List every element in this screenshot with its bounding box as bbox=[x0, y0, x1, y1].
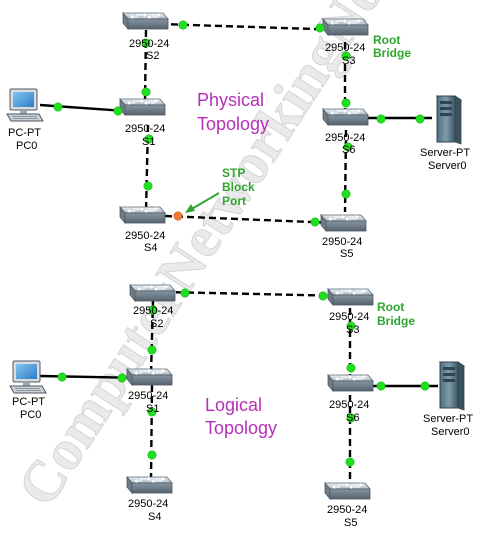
s5-model-label: 2950-24 bbox=[322, 236, 362, 248]
logical-switch-s6[interactable] bbox=[327, 374, 374, 392]
logical-s3-model-label: 2950-24 bbox=[329, 311, 369, 323]
logical-switch-s2[interactable] bbox=[129, 284, 176, 302]
logical-s4-model-label: 2950-24 bbox=[128, 498, 168, 510]
physical-switch-s2[interactable] bbox=[122, 12, 169, 30]
physical-switch-s4[interactable] bbox=[119, 206, 166, 224]
logical-s2-model-label: 2950-24 bbox=[133, 305, 173, 317]
physical-switch-s6[interactable] bbox=[322, 108, 369, 126]
physical-server0[interactable] bbox=[436, 95, 462, 145]
logical-server0[interactable] bbox=[439, 361, 465, 411]
switch-icon bbox=[119, 98, 166, 116]
s2-model-label: 2950-24 bbox=[129, 38, 169, 50]
logical-switch-s3[interactable] bbox=[327, 288, 374, 306]
logical-s3-name-label: S3 bbox=[346, 324, 359, 336]
switch-icon bbox=[322, 18, 369, 36]
logical-switch-s5[interactable] bbox=[324, 482, 371, 500]
switch-icon bbox=[322, 108, 369, 126]
s3-model-label: 2950-24 bbox=[325, 42, 365, 54]
logical-title-line1: Logical bbox=[205, 395, 262, 415]
server-icon bbox=[436, 95, 462, 145]
s6-model-label: 2950-24 bbox=[325, 132, 365, 144]
s1-model-label: 2950-24 bbox=[125, 123, 165, 135]
s4-model-label: 2950-24 bbox=[125, 230, 165, 242]
pc0-type-label: PC-PT bbox=[8, 127, 41, 139]
s6-name-label: S6 bbox=[342, 144, 355, 156]
physical-pc0[interactable] bbox=[6, 88, 44, 122]
stp-label-line2: Block bbox=[222, 180, 255, 194]
physical-title-line2: Topology bbox=[197, 114, 269, 134]
watermark-text: ComputerNetworkingNotes.com bbox=[4, 0, 486, 517]
pc0-name-label: PC0 bbox=[16, 140, 37, 152]
switch-icon bbox=[122, 12, 169, 30]
logical-link-s2-s3 bbox=[164, 290, 346, 298]
logical-server0-type-label: Server-PT bbox=[423, 413, 473, 425]
switch-icon bbox=[324, 482, 371, 500]
switch-icon bbox=[327, 288, 374, 306]
logical-s1-model-label: 2950-24 bbox=[128, 390, 168, 402]
logical-pc0-name-label: PC0 bbox=[20, 409, 41, 421]
server-icon bbox=[439, 361, 465, 411]
switch-icon bbox=[327, 374, 374, 392]
logical-s6-model-label: 2950-24 bbox=[329, 399, 369, 411]
physical-title-line1: Physical bbox=[197, 90, 264, 110]
logical-link-s1-s4 bbox=[149, 384, 154, 481]
s1-name-label: S1 bbox=[142, 136, 155, 148]
logical-server0-name-label: Server0 bbox=[431, 426, 470, 438]
stp-label-line1: STP bbox=[222, 166, 245, 180]
logical-s5-model-label: 2950-24 bbox=[327, 504, 367, 516]
logical-s2-name-label: S2 bbox=[150, 318, 163, 330]
physical-switch-s1[interactable] bbox=[119, 98, 166, 116]
logical-root-bridge-label-line1: Root bbox=[377, 300, 404, 314]
logical-s6-name-label: S6 bbox=[346, 412, 359, 424]
s3-name-label: S3 bbox=[342, 55, 355, 67]
logical-switch-s1[interactable] bbox=[126, 368, 173, 386]
switch-icon bbox=[119, 206, 166, 224]
switch-icon bbox=[126, 476, 173, 494]
server0-name-label: Server0 bbox=[428, 160, 467, 172]
switch-icon bbox=[126, 368, 173, 386]
stp-blocked-port-dot bbox=[173, 211, 183, 221]
logical-pc0-type-label: PC-PT bbox=[12, 396, 45, 408]
logical-title-line2: Topology bbox=[205, 418, 277, 438]
logical-root-bridge-label-line2: Bridge bbox=[377, 314, 415, 328]
physical-switch-s5[interactable] bbox=[320, 214, 367, 232]
physical-port-dots bbox=[53, 20, 425, 227]
logical-s1-name-label: S1 bbox=[146, 403, 159, 415]
logical-s4-name-label: S4 bbox=[148, 511, 161, 523]
logical-switch-s4[interactable] bbox=[126, 476, 173, 494]
root-bridge-label-line1: Root bbox=[373, 33, 400, 47]
root-bridge-label-line2: Bridge bbox=[373, 46, 411, 60]
switch-icon bbox=[320, 214, 367, 232]
link-s4-s5 bbox=[164, 214, 336, 225]
logical-s5-name-label: S5 bbox=[344, 517, 357, 529]
s4-name-label: S4 bbox=[144, 242, 157, 254]
stp-arrow-icon bbox=[185, 192, 220, 213]
link-s2-s3 bbox=[159, 22, 346, 32]
switch-icon bbox=[129, 284, 176, 302]
s2-name-label: S2 bbox=[146, 50, 159, 62]
physical-switch-s3[interactable] bbox=[322, 18, 369, 36]
stp-label-line3: Port bbox=[222, 194, 246, 208]
s5-name-label: S5 bbox=[340, 248, 353, 260]
server0-type-label: Server-PT bbox=[420, 147, 470, 159]
pc-icon bbox=[6, 88, 44, 122]
